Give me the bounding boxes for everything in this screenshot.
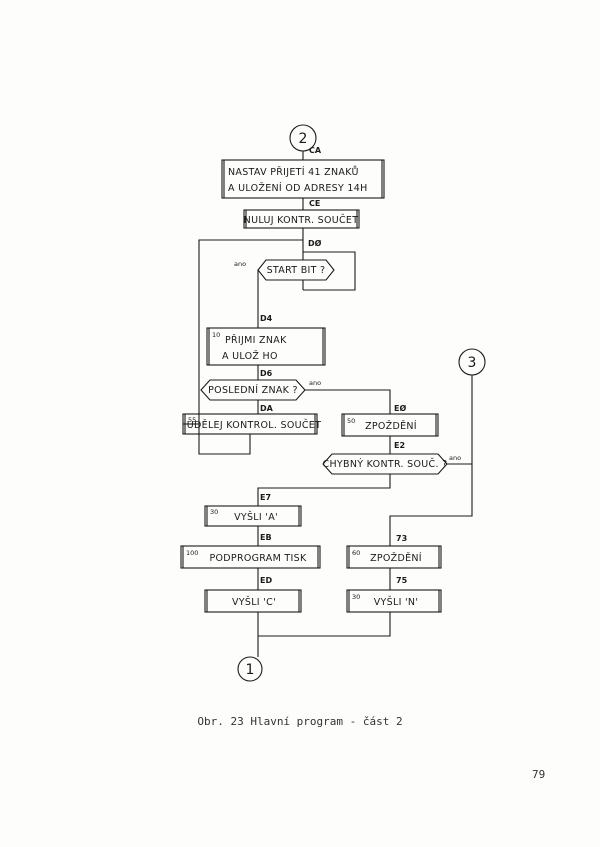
start-bit-loop — [303, 251, 356, 291]
last-char-text: POSLEDNÍ ZNAK ? — [208, 384, 298, 396]
receive-char-num: 10 — [212, 331, 220, 339]
yes-label-wrong: ano — [449, 454, 461, 462]
start-bit-decision — [257, 259, 335, 281]
label-d4: D4 — [260, 314, 273, 323]
make-checksum-text: UDĚLEJ KONTROL. SOUČET — [187, 419, 321, 431]
send-c-text: VYŠLI 'C' — [232, 596, 276, 608]
make-checksum-num: 55 — [188, 416, 196, 424]
label-da: DA — [260, 404, 274, 413]
label-e0: EØ — [394, 403, 406, 413]
loop-line-left — [198, 239, 303, 424]
delay1-text: ZPOŽDĚNÍ — [365, 420, 417, 432]
delay2-box — [346, 545, 442, 569]
label-75: 75 — [396, 576, 408, 585]
delay1-num: 50 — [347, 417, 355, 425]
receive-char-line1: PŘIJMI ZNAK — [225, 335, 287, 346]
send-n-num: 30 — [352, 593, 360, 601]
label-d6: D6 — [260, 369, 273, 378]
reset-checksum-text: NULUJ KONTR. SOUČET — [244, 214, 359, 226]
label-ce: CE — [309, 199, 320, 208]
label-d0: DØ — [308, 238, 322, 248]
wrong-checksum-text: CHYBNÝ KONTR. SOUČ. ? — [323, 458, 448, 470]
receive-char-box — [206, 327, 326, 366]
label-ed: ED — [260, 576, 272, 585]
label-e7: E7 — [260, 493, 271, 502]
connector-3-label: 3 — [468, 355, 477, 371]
send-n-text: VYŠLI 'N' — [374, 596, 418, 608]
yes-label-last: ano — [309, 379, 321, 387]
yes-label-start: ano — [234, 260, 246, 268]
figure-caption: Obr. 23 Hlavní program - část 2 — [197, 715, 403, 728]
connector-1 — [237, 656, 263, 682]
connector-2-label: 2 — [299, 131, 308, 147]
send-a-box — [204, 505, 302, 527]
receive-setup-line2: A ULOŽENÍ OD ADRESY 14H — [228, 182, 368, 194]
print-sub-num: 100 — [186, 549, 198, 557]
start-bit-text: START BIT ? — [267, 265, 326, 276]
send-a-num: 30 — [210, 508, 218, 516]
label-e2: E2 — [394, 441, 405, 450]
reset-checksum-box — [243, 209, 360, 229]
label-eb: EB — [260, 533, 272, 542]
delay2-num: 60 — [352, 549, 360, 557]
connector-1-label: 1 — [246, 662, 255, 678]
print-sub-box — [180, 545, 321, 569]
label-73: 73 — [396, 534, 407, 543]
merge-line — [258, 612, 391, 637]
delay2-text: ZPOŽDĚNÍ — [370, 552, 422, 564]
page-number: 79 — [532, 768, 546, 781]
label-ca: CA — [309, 146, 322, 155]
send-n-box — [346, 589, 442, 613]
receive-setup-line1: NASTAV PŘIJETÍ 41 ZNAKŮ — [228, 166, 359, 178]
print-sub-text: PODPROGRAM TISK — [210, 553, 307, 564]
receive-char-line2: A ULOŽ HO — [222, 350, 278, 362]
send-c-box — [204, 589, 302, 613]
send-a-text: VYŠLI 'A' — [234, 511, 278, 523]
